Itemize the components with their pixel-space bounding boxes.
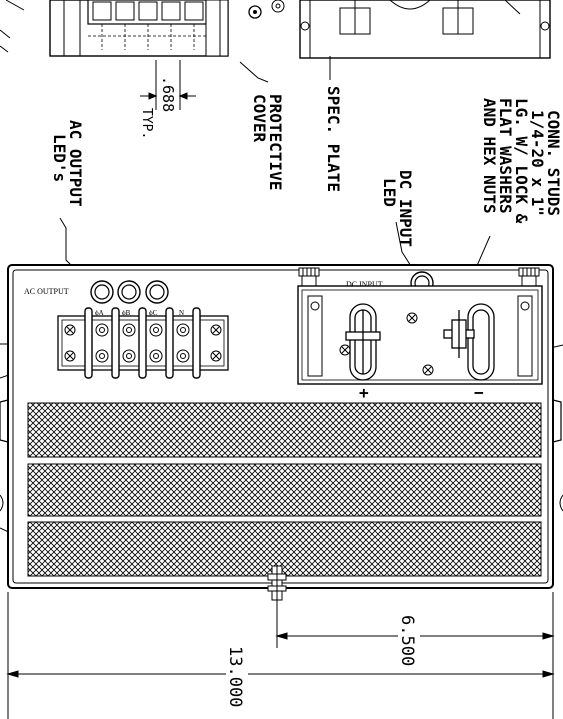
vent-grill-1 [27, 402, 542, 458]
ac-output-led-b [117, 280, 141, 304]
polarity-minus: − [474, 383, 484, 402]
front-panel: AC OUTPUT [0, 264, 563, 601]
top-partial-view [0, 0, 551, 59]
inner-width-label-bg [398, 612, 420, 664]
terminal-pitch-value: .688 [159, 76, 177, 112]
width-dimensions [6, 592, 555, 719]
ac-terminal-block: ϕA ϕB ϕC N [57, 307, 229, 379]
protective-cover-top-view [49, 0, 229, 57]
vent-grill-3 [27, 521, 542, 577]
terminal-label-phase-b: ϕB [122, 309, 131, 317]
terminal-label-phase-c: ϕC [149, 309, 158, 317]
overall-width-label-bg [226, 643, 248, 705]
ac-output-led-a [90, 280, 114, 304]
overall-width-value: 13.000 [225, 646, 245, 707]
terminal-pitch-dimension [140, 60, 196, 110]
conn-studs-label-4: FLAT WASHERS [496, 98, 515, 214]
dc-negative-stud [443, 303, 495, 381]
polarity-plus: + [359, 383, 369, 402]
conn-studs-label-3: LG. W/ LOCK & [512, 98, 531, 224]
terminal-label-neutral: N [179, 309, 184, 317]
spec-plate-top-view [299, 0, 551, 59]
spec-plate-label: SPEC. PLATE [324, 86, 343, 192]
conn-studs-label-2: 1/4-20 x 1" [528, 110, 547, 216]
protective-cover-label-1: PROTECTIVE [266, 94, 285, 190]
terminal-pitch-note: TYP. [139, 108, 154, 139]
ac-output-leds-label-2: LED's [50, 134, 69, 182]
dc-knob-right [518, 267, 540, 287]
conn-studs-label-5: AND HEX NUTS [480, 98, 499, 214]
terminal-label-phase-a: ϕA [95, 309, 104, 317]
dc-positive-stud [345, 303, 381, 381]
ac-output-panel-label: AC OUTPUT [24, 287, 69, 296]
vent-grill-2 [27, 463, 542, 517]
dc-input-cover [297, 285, 543, 385]
dc-knob-left [298, 267, 320, 287]
protective-cover-label-2: COVER [250, 94, 269, 143]
conn-studs-label-1: CONN. STUDS [544, 110, 563, 216]
ac-output-leds-label-1: AC OUTPUT [66, 120, 85, 207]
callout-leaders-top [239, 56, 331, 83]
ac-output-led-c [145, 280, 169, 304]
dc-input-panel-label: DC INPUT [346, 280, 383, 289]
dc-input-led-label-1: DC INPUT [396, 170, 415, 247]
dc-input-led-label-2: LED [380, 178, 399, 207]
ground-stud [267, 565, 287, 601]
inner-width-value: 6.500 [397, 615, 417, 666]
